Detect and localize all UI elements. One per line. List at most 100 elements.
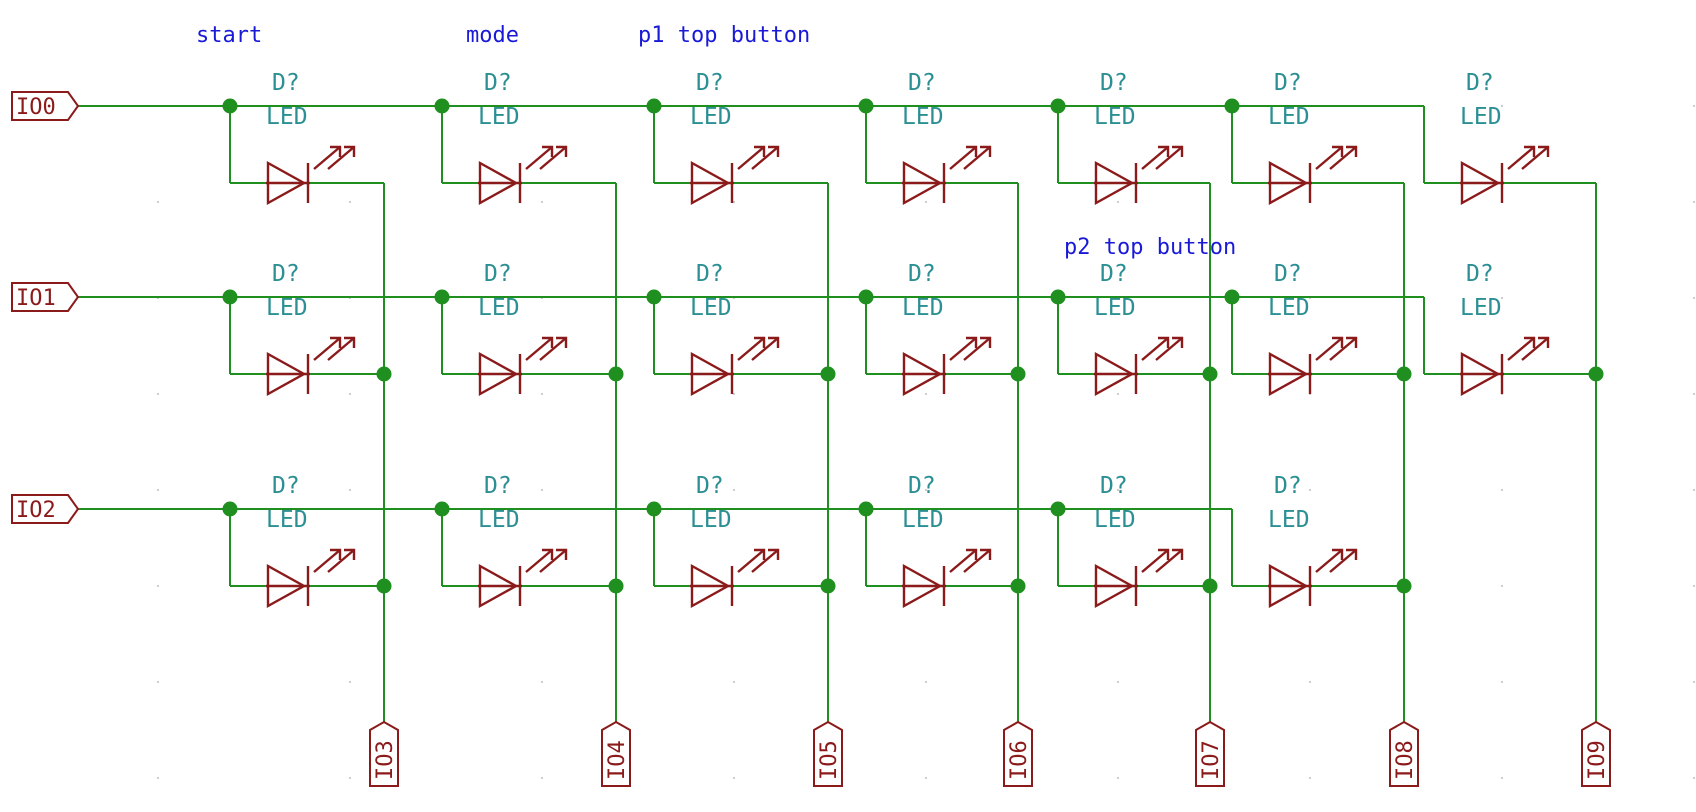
led-symbol	[1460, 145, 1550, 206]
port-outline	[1003, 720, 1033, 787]
led-symbol	[478, 548, 568, 609]
grid-dot	[1501, 489, 1503, 491]
led-arrowhead	[542, 145, 554, 157]
led-arrow	[1521, 146, 1549, 170]
led-reference-label: D?	[1100, 261, 1128, 287]
led-arrowhead	[556, 145, 568, 157]
led-arrowhead	[330, 145, 342, 157]
port-outline	[369, 720, 399, 787]
led-arrowhead	[1158, 336, 1170, 348]
led-arrow	[1329, 549, 1357, 573]
led-arrowhead	[754, 145, 766, 157]
led-arrow	[1141, 337, 1169, 361]
grid-dot	[1117, 777, 1119, 779]
led-symbol	[266, 336, 356, 397]
junction-dot	[222, 501, 238, 517]
led-reference-label: D?	[272, 261, 300, 287]
grid-dot	[1117, 489, 1119, 491]
led-symbol	[1268, 336, 1358, 397]
junction-dot	[646, 289, 662, 305]
port-label: IO8	[1393, 740, 1418, 780]
led-value-label: LED	[690, 295, 732, 321]
grid-dot	[541, 393, 543, 395]
led-arrow	[963, 146, 991, 170]
note-start: start	[196, 23, 262, 48]
grid-dot	[1693, 681, 1695, 683]
led-arrowhead	[966, 336, 978, 348]
note-p2-top-button: p2 top button	[1064, 235, 1236, 260]
junction-dot	[608, 366, 624, 382]
grid-dot	[733, 201, 735, 203]
led-arrow	[1521, 337, 1549, 361]
led-reference-label: D?	[1274, 473, 1302, 499]
port-label: IO5	[817, 740, 842, 780]
junction-dot	[858, 98, 874, 114]
led-arrow	[1155, 549, 1183, 573]
led-arrowhead	[1332, 548, 1344, 560]
port-outline	[11, 91, 80, 121]
led-arrow	[1141, 146, 1169, 170]
junction-dot	[1588, 366, 1604, 382]
led-arrowhead	[768, 145, 780, 157]
notes: start mode p1 top button p2 top button	[196, 23, 1236, 260]
led-reference-label: D?	[484, 473, 512, 499]
led-arrow	[313, 337, 341, 361]
led-arrowhead	[768, 336, 780, 348]
junction-dot	[1202, 578, 1218, 594]
grid-dot	[1693, 201, 1695, 203]
junction-dot	[434, 501, 450, 517]
led-arrow	[525, 337, 553, 361]
led-arrow	[539, 146, 567, 170]
junction-dot	[820, 366, 836, 382]
grid-dot	[157, 393, 159, 395]
led-symbol	[690, 145, 780, 206]
port-outline	[601, 720, 631, 787]
junction-dot	[376, 578, 392, 594]
led-symbol	[1268, 548, 1358, 609]
led-arrowhead	[542, 548, 554, 560]
led-symbol	[478, 336, 568, 397]
grid-dot	[157, 489, 159, 491]
led-arrow	[751, 549, 779, 573]
port-label: IO4	[605, 740, 630, 780]
led-value-label: LED	[1460, 104, 1502, 130]
led-symbol	[266, 145, 356, 206]
grid-dot	[925, 393, 927, 395]
grid-dot	[157, 201, 159, 203]
junction-dot	[1050, 289, 1066, 305]
led-arrowhead	[966, 145, 978, 157]
led-arrowhead	[754, 548, 766, 560]
grid-dot	[1309, 489, 1311, 491]
led-value-label: LED	[1460, 295, 1502, 321]
led-value-label: LED	[1094, 295, 1136, 321]
background-grid	[157, 105, 1695, 779]
led-value-label: LED	[902, 507, 944, 533]
led-arrowhead	[1172, 548, 1184, 560]
grid-dot	[157, 585, 159, 587]
led-value-label: LED	[266, 507, 308, 533]
led-symbol	[690, 336, 780, 397]
led-arrowhead	[344, 336, 356, 348]
port-outline	[813, 720, 843, 787]
grid-dot	[925, 489, 927, 491]
led-arrow	[949, 146, 977, 170]
led-arrowhead	[344, 548, 356, 560]
led-arrowhead	[542, 336, 554, 348]
led-reference-label: D?	[908, 261, 936, 287]
junction-dot	[434, 289, 450, 305]
led-arrowhead	[1524, 145, 1536, 157]
led-value-label: LED	[902, 295, 944, 321]
junction-dot	[646, 501, 662, 517]
led-reference-label: D?	[272, 473, 300, 499]
junctions	[222, 98, 1604, 594]
grid-dot	[925, 201, 927, 203]
column-port-io4: IO4	[601, 720, 631, 787]
led-arrow	[737, 549, 765, 573]
grid-dot	[1693, 489, 1695, 491]
led-symbol	[902, 145, 992, 206]
junction-dot	[1050, 501, 1066, 517]
led-arrowhead	[966, 548, 978, 560]
junction-dot	[222, 289, 238, 305]
grid-dot	[1309, 681, 1311, 683]
port-outline	[11, 494, 80, 524]
